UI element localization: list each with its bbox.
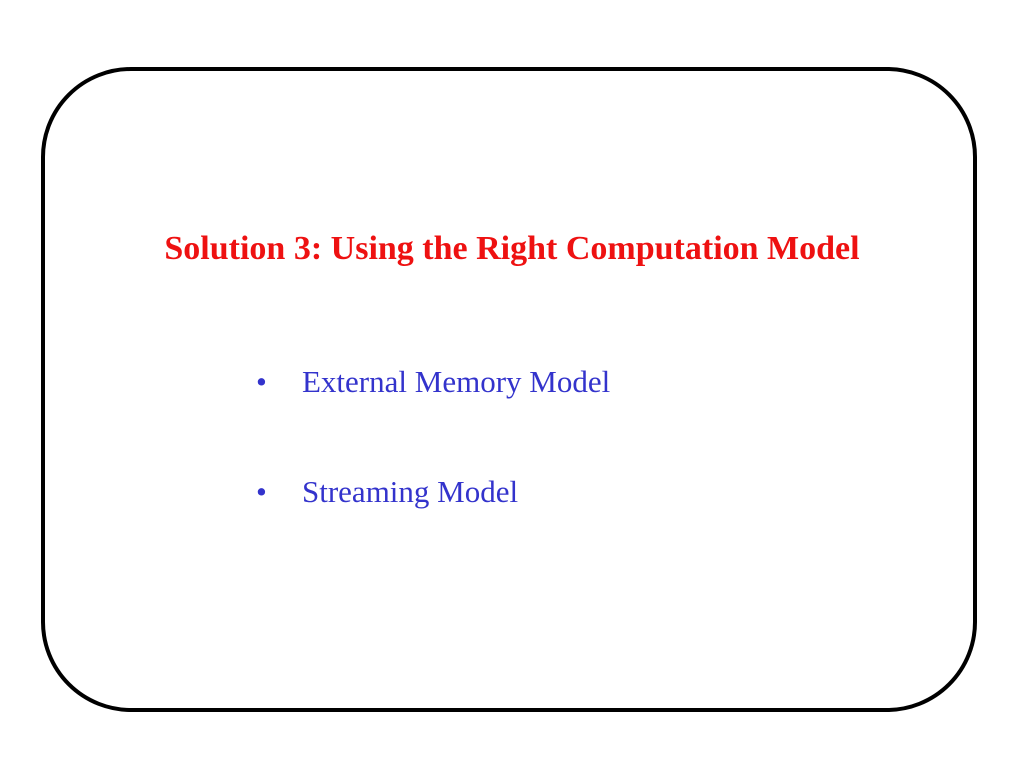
slide-frame: [41, 67, 977, 712]
slide-title: Solution 3: Using the Right Computation …: [164, 230, 860, 267]
bullet-icon: •: [256, 364, 267, 399]
bullet-text-streaming-model: Streaming Model: [302, 474, 519, 509]
bullet-text-external-memory-model: External Memory Model: [302, 364, 611, 399]
bullet-icon: •: [256, 474, 267, 509]
